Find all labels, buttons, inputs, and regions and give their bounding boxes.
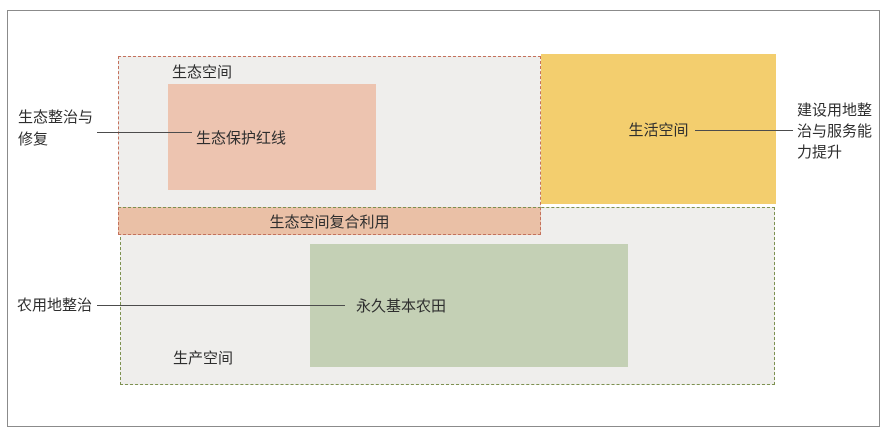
eco-space-label: 生态空间	[172, 65, 233, 81]
farmland-label: 永久基本农田	[356, 299, 447, 315]
band-composite-use: 生态空间复合利用	[118, 207, 541, 235]
annotation-construction-land: 建设用地整 治与服务能 力提升	[797, 101, 872, 164]
box-eco-redline: 生态保护红线	[168, 84, 376, 190]
production-space-label: 生产空间	[173, 351, 234, 367]
composite-band-label: 生态空间复合利用	[269, 214, 390, 231]
annotation-construction-land-line2: 治与服务能	[797, 124, 873, 140]
connector-living-space-to-construction	[695, 130, 793, 131]
annotation-farmland-remediation: 农用地整治	[17, 298, 93, 314]
box-living-space: 生活空间	[541, 54, 776, 204]
annotation-construction-land-line3: 力提升	[797, 145, 843, 161]
eco-redline-label: 生态保护红线	[196, 130, 287, 147]
annotation-construction-land-line1: 建设用地整	[797, 103, 873, 119]
annotation-eco-remediation-line1: 生态整治与	[18, 110, 94, 126]
annotation-eco-remediation: 生态整治与 修复	[18, 107, 93, 151]
annotation-eco-remediation-line2: 修复	[18, 132, 49, 148]
living-space-label: 生活空间	[628, 122, 689, 139]
connector-eco-remediation-to-redline	[97, 132, 192, 133]
box-farmland: 永久基本农田	[310, 244, 628, 367]
connector-farmland-remediation-to-farmland	[97, 305, 345, 306]
